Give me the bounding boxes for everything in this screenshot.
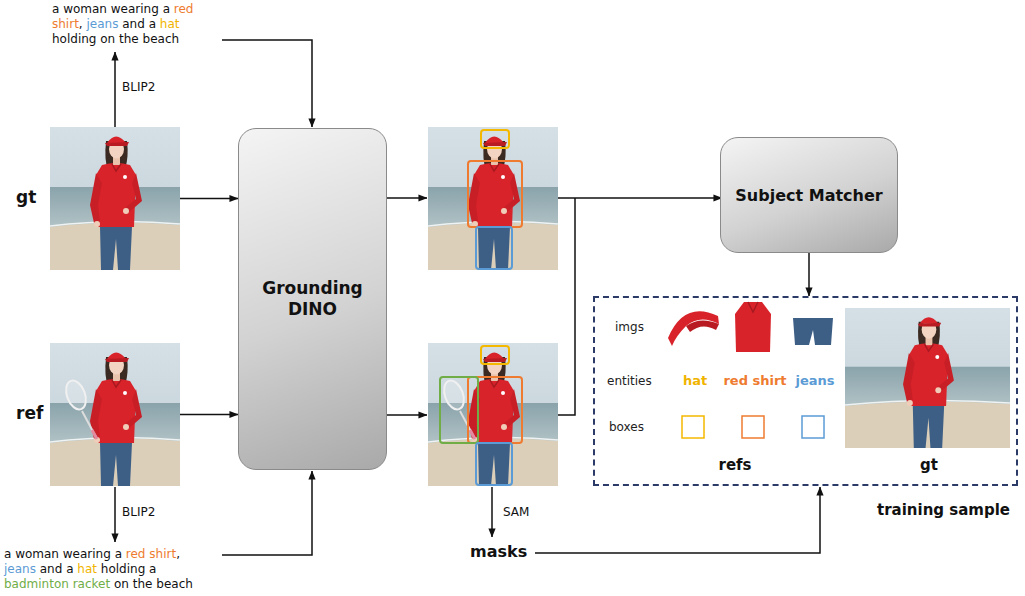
highlighted-word: jeans <box>4 562 36 576</box>
hat-crop <box>668 311 719 346</box>
caption-part: a woman wearing a <box>4 547 126 561</box>
jeans-box <box>476 443 512 485</box>
caption-part: and a <box>36 562 77 576</box>
caption-part: , <box>79 17 87 31</box>
arrow-label: BLIP2 <box>122 80 155 95</box>
photo-layer <box>90 137 142 271</box>
wire <box>114 52 116 127</box>
highlighted-word: hat <box>160 17 180 31</box>
photo <box>50 343 180 486</box>
wire <box>222 40 312 127</box>
crop-images <box>668 302 1010 448</box>
connector <box>180 198 238 200</box>
hat-box <box>481 130 509 148</box>
group-label: refs <box>718 456 751 474</box>
wire <box>491 487 493 537</box>
entity-label: hat <box>683 373 707 388</box>
row-label: entities <box>607 374 652 388</box>
caption: a woman wearing a red shirt, jeans and a… <box>52 2 217 47</box>
entity-label: jeans <box>795 373 834 388</box>
caption-part: holding a <box>97 562 156 576</box>
panel-heading: training sample <box>877 501 1010 519</box>
hat-crop-band <box>686 320 719 332</box>
photo <box>50 127 180 270</box>
highlighted-word: hat <box>77 562 97 576</box>
hat-box <box>481 346 509 364</box>
row-label: imgs <box>615 320 644 334</box>
image-label: gt <box>16 187 36 207</box>
caption-part: , <box>176 547 180 561</box>
sample-panel: training sampleimgsentitieshatred shirtj… <box>593 296 1018 486</box>
shirt-crop <box>735 302 771 352</box>
shirt-box <box>468 161 522 227</box>
wire <box>222 471 312 555</box>
box-title: Grounding DINO <box>239 278 386 320</box>
wire <box>385 197 427 199</box>
box-sample <box>742 416 764 438</box>
photo-ground <box>428 343 558 486</box>
input-image: gt <box>50 127 180 270</box>
box-title: Subject Matcher <box>723 185 894 206</box>
photo-layer <box>62 378 97 439</box>
process-box: Subject Matcher <box>720 137 898 253</box>
highlighted-word: badminton racket <box>4 577 110 591</box>
wire <box>114 487 116 542</box>
shirt-box <box>468 377 522 443</box>
detected-gt-image <box>428 127 558 270</box>
gt-photo-ground <box>845 308 1010 448</box>
entity-label: red shirt <box>723 373 786 388</box>
photo-person <box>468 353 520 487</box>
wire <box>385 414 427 416</box>
connector <box>808 253 810 296</box>
photo-racket <box>440 378 475 439</box>
caption-part: and a <box>118 17 159 31</box>
shirt-crop-collar <box>748 302 758 312</box>
detected-ref-image <box>428 343 558 486</box>
image-label: gt <box>920 456 938 474</box>
jeans-box <box>476 227 512 269</box>
photo-layer <box>50 127 180 270</box>
photo-ground <box>428 127 558 270</box>
connector <box>180 414 238 416</box>
gt-photo-person <box>903 317 954 448</box>
image-label: ref <box>16 403 43 423</box>
wire <box>558 198 575 415</box>
box-sample <box>802 416 824 438</box>
output-label: masks <box>470 542 527 562</box>
photo-layer <box>50 343 180 486</box>
highlighted-word: red shirt <box>126 547 176 561</box>
jeans-crop <box>793 318 833 345</box>
row-label: boxes <box>609 420 644 434</box>
wire <box>558 197 722 199</box>
caption-part: holding on the beach <box>52 32 179 46</box>
wire <box>535 487 820 553</box>
input-image: ref <box>50 343 180 486</box>
racket-box <box>440 377 478 443</box>
arrow-label: SAM <box>503 505 529 520</box>
caption-part: a woman wearing a <box>52 2 174 16</box>
highlighted-word: jeans <box>86 17 118 31</box>
photo-person <box>468 137 520 271</box>
caption-part: on the beach <box>110 577 193 591</box>
arrow-label: BLIP2 <box>122 505 155 520</box>
process-box: Grounding DINO <box>238 128 387 470</box>
caption: a woman wearing a red shirt, jeans and a… <box>4 547 209 592</box>
box-sample <box>682 416 704 438</box>
photo-layer <box>90 353 142 487</box>
